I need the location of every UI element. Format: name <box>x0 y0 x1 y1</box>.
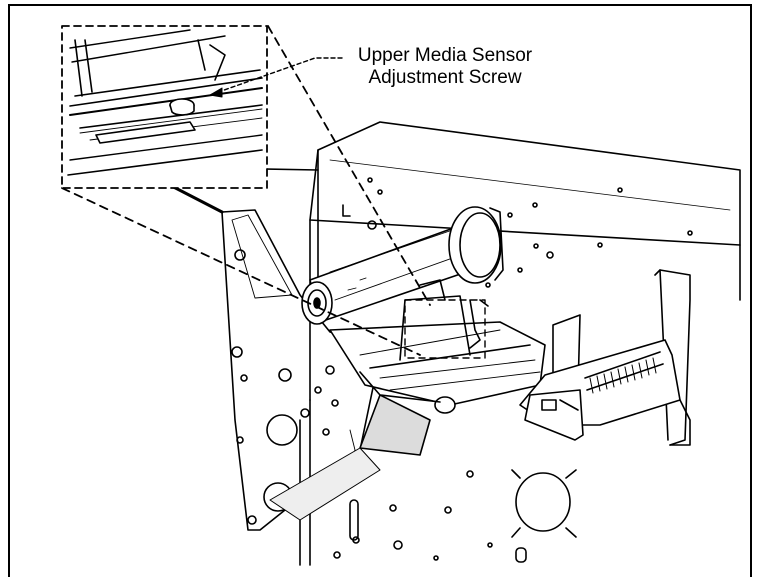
inset-detail <box>61 25 268 189</box>
printer-back-panel <box>309 121 741 401</box>
callout-label: Upper Media Sensor Adjustment Screw <box>345 45 565 93</box>
figure-frame <box>8 4 752 577</box>
media-hanger <box>519 269 691 446</box>
ribbon-spindle <box>301 206 504 325</box>
callout-leader-lines <box>61 25 486 359</box>
callout-line-1: Upper Media Sensor <box>357 45 533 66</box>
lower-guide <box>269 394 431 521</box>
callout-line-2: Adjustment Screw <box>368 67 522 88</box>
callout-pointer <box>209 57 343 98</box>
